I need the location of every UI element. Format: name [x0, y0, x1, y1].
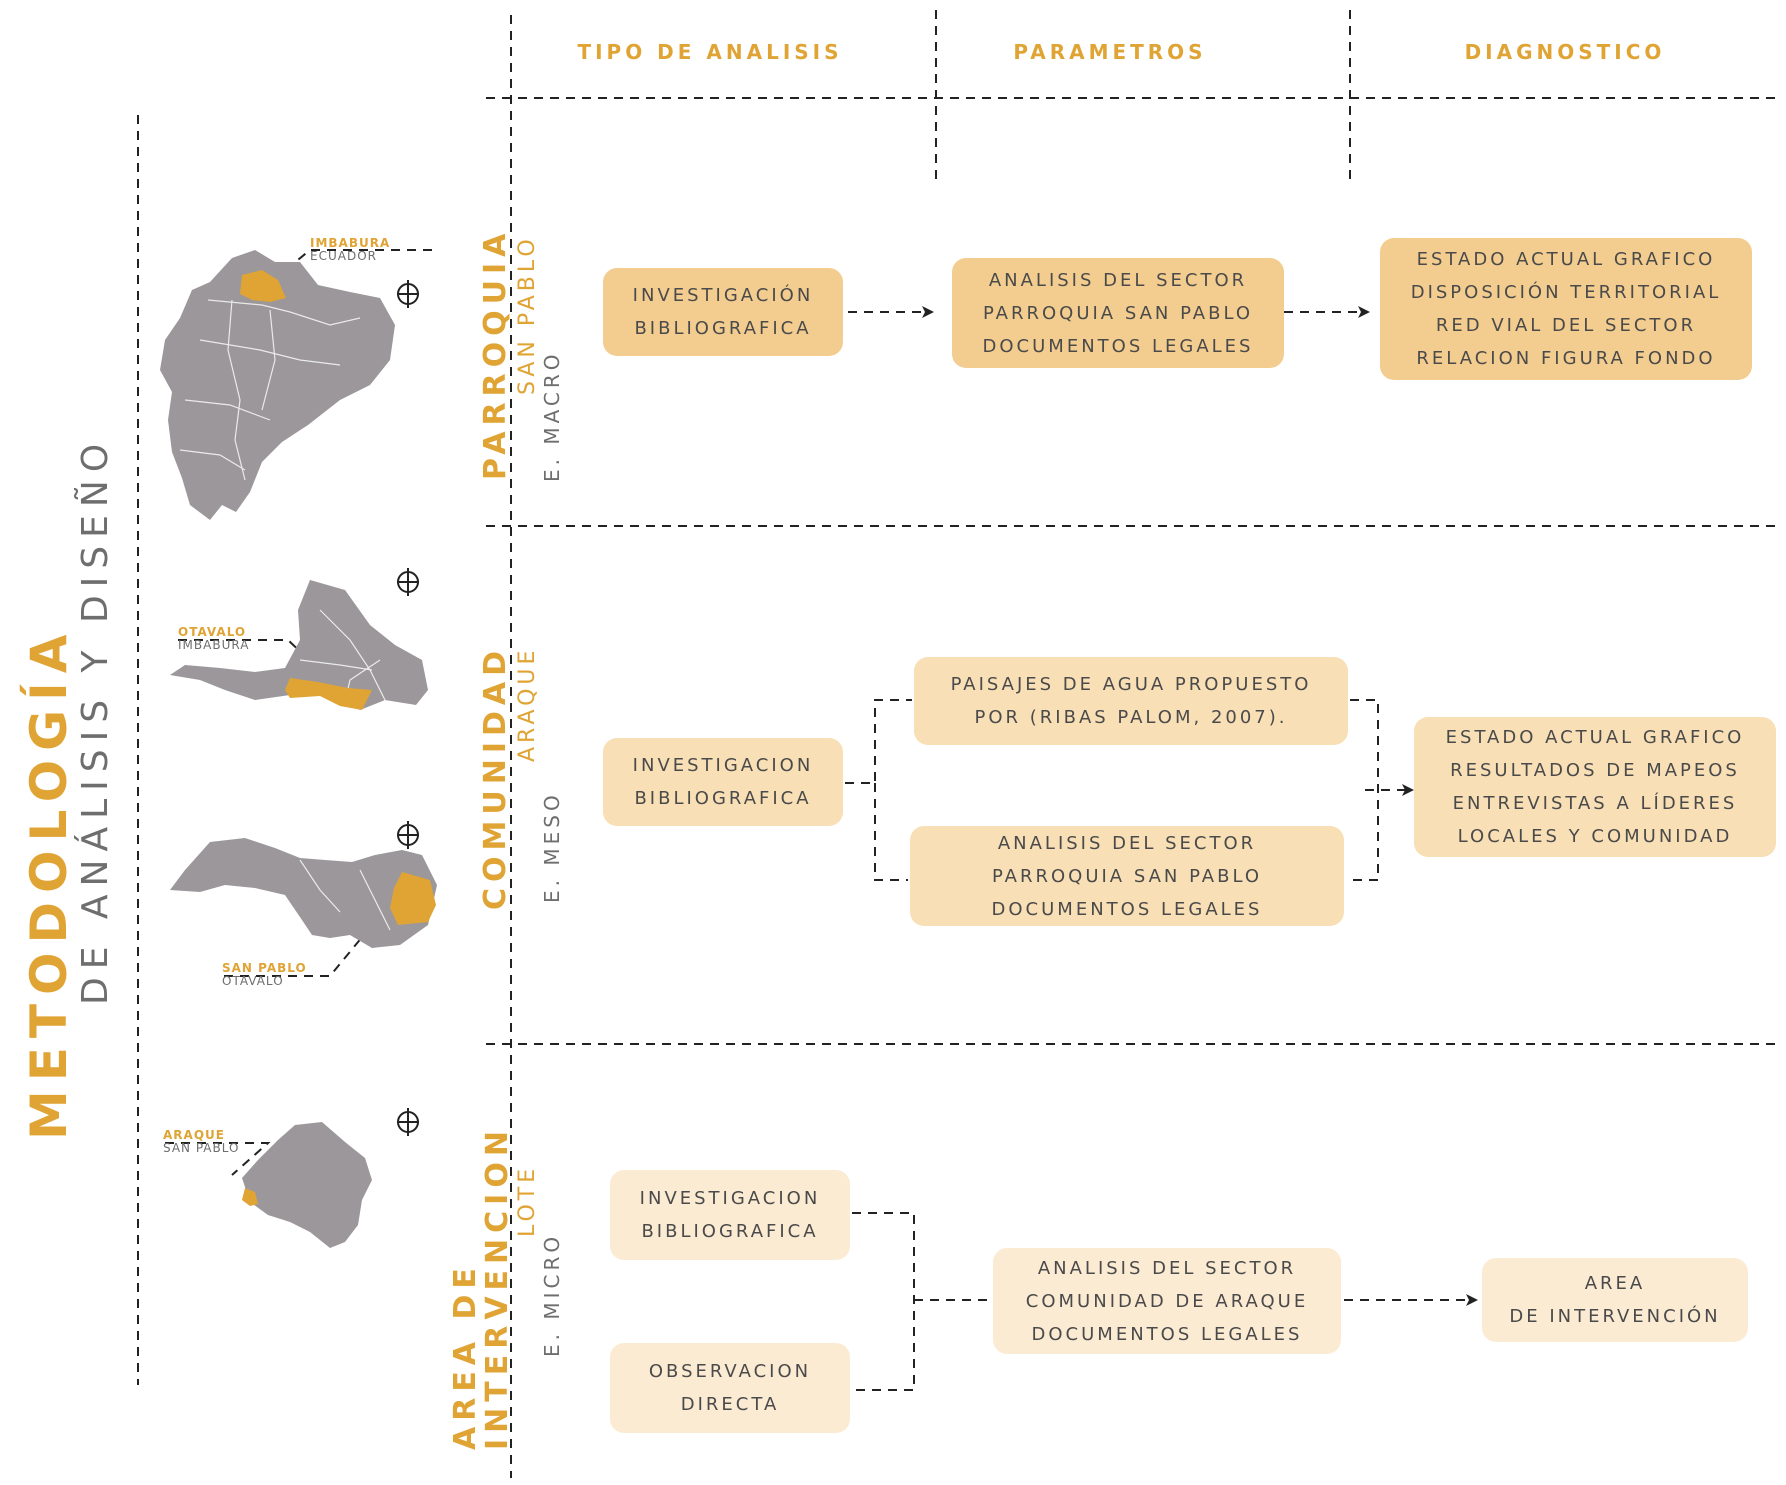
row-label-area-2: INTERVENCION [480, 1125, 515, 1450]
map-label-imbabura: IMBABURA ECUADOR [310, 236, 391, 263]
row-sublabel-lote: LOTE [515, 1164, 540, 1237]
otavalo-highlight [285, 678, 372, 710]
header-diagnostico: DIAGNOSTICO [1464, 40, 1666, 64]
otavalo-map [170, 838, 437, 948]
north-compass-4 [397, 1108, 419, 1136]
ecuador-map [160, 250, 395, 520]
north-compass-3 [397, 821, 419, 849]
sub-title: DE ANÁLISIS Y DISEÑO [75, 435, 116, 1005]
row-label-parroquia: PARROQUIA [478, 227, 513, 480]
sanpablo-map [242, 1122, 372, 1248]
meso-connector-left [845, 699, 912, 784]
north-compass-1 [397, 280, 419, 308]
leader-araque [165, 1142, 271, 1176]
meso-connector-right [1346, 699, 1379, 881]
imbabura-map [170, 580, 428, 710]
row-scale-meso: E. MESO [540, 791, 564, 903]
row-sublabel-sanpablo: SAN PABLO [515, 235, 540, 395]
map-label-otavalo: OTAVALO IMBABURA [178, 625, 250, 652]
row-sublabel-araque: ARAQUE [515, 646, 540, 762]
row-scale-macro: E. MACRO [540, 350, 564, 482]
map-label-araque: ARAQUE SAN PABLO [163, 1128, 240, 1155]
north-compass-2 [397, 568, 419, 596]
row-label-comunidad: COMUNIDAD [478, 644, 513, 910]
micro-connector-left [852, 1212, 915, 1391]
row-label-area-1: AREA DE [448, 1262, 483, 1450]
header-tipo: TIPO DE ANALISIS [577, 40, 843, 64]
row-scale-micro: E. MICRO [540, 1232, 564, 1357]
meso-connector-left-2 [874, 783, 908, 881]
map-label-sanpablo: SAN PABLO OTAVALO [222, 961, 307, 988]
imbabura-highlight [240, 270, 286, 302]
araque-highlight [242, 1188, 258, 1206]
main-title: METODOLOGÍA [20, 625, 78, 1140]
header-parametros: PARAMETROS [1013, 40, 1207, 64]
sanpablo-highlight [390, 872, 436, 925]
